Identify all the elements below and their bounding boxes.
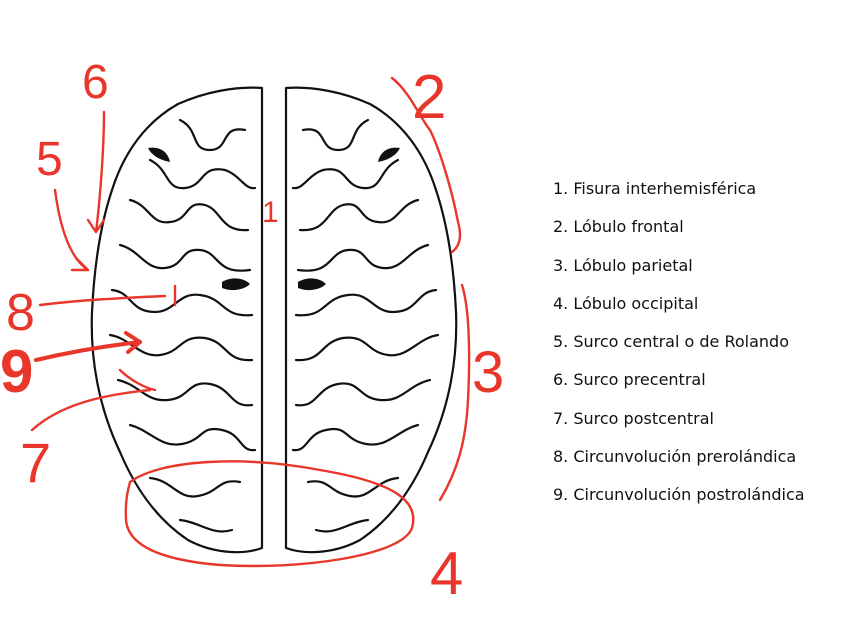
legend-item: 1. Fisura interhemisférica	[553, 176, 805, 214]
marker-5: 5	[36, 133, 63, 186]
parietal-bracket	[440, 285, 469, 500]
marker-9: 9	[0, 338, 33, 405]
brain-drawing	[92, 88, 457, 553]
legend-item: 8. Circunvolución prerolándica	[553, 444, 805, 482]
postrolandic-arrow	[36, 333, 140, 360]
brain-diagram: 1 2 3 4 5 6 7 8 9	[0, 0, 540, 636]
legend-item: 5. Surco central o de Rolando	[553, 329, 805, 367]
precentral-sulcus-arrow	[88, 112, 104, 232]
marker-6: 6	[82, 56, 109, 109]
annotations	[32, 78, 469, 566]
legend-item: 7. Surco postcentral	[553, 406, 805, 444]
legend-item: 2. Lóbulo frontal	[553, 214, 805, 252]
marker-7: 7	[20, 431, 51, 494]
prerolandic-arrow	[40, 286, 175, 305]
postcentral-sulcus-line	[32, 370, 155, 430]
legend-list: 1. Fisura interhemisférica 2. Lóbulo fro…	[553, 176, 805, 521]
central-sulcus-arrow	[55, 190, 88, 270]
marker-2: 2	[412, 63, 446, 132]
marker-1: 1	[262, 196, 279, 229]
marker-8: 8	[6, 284, 35, 342]
legend-item: 3. Lóbulo parietal	[553, 253, 805, 291]
marker-3: 3	[472, 340, 504, 405]
marker-4: 4	[430, 540, 463, 607]
legend-item: 4. Lóbulo occipital	[553, 291, 805, 329]
legend-item: 6. Surco precentral	[553, 367, 805, 405]
occipital-ellipse	[126, 461, 414, 566]
legend-item: 9. Circunvolución postrolándica	[553, 482, 805, 520]
